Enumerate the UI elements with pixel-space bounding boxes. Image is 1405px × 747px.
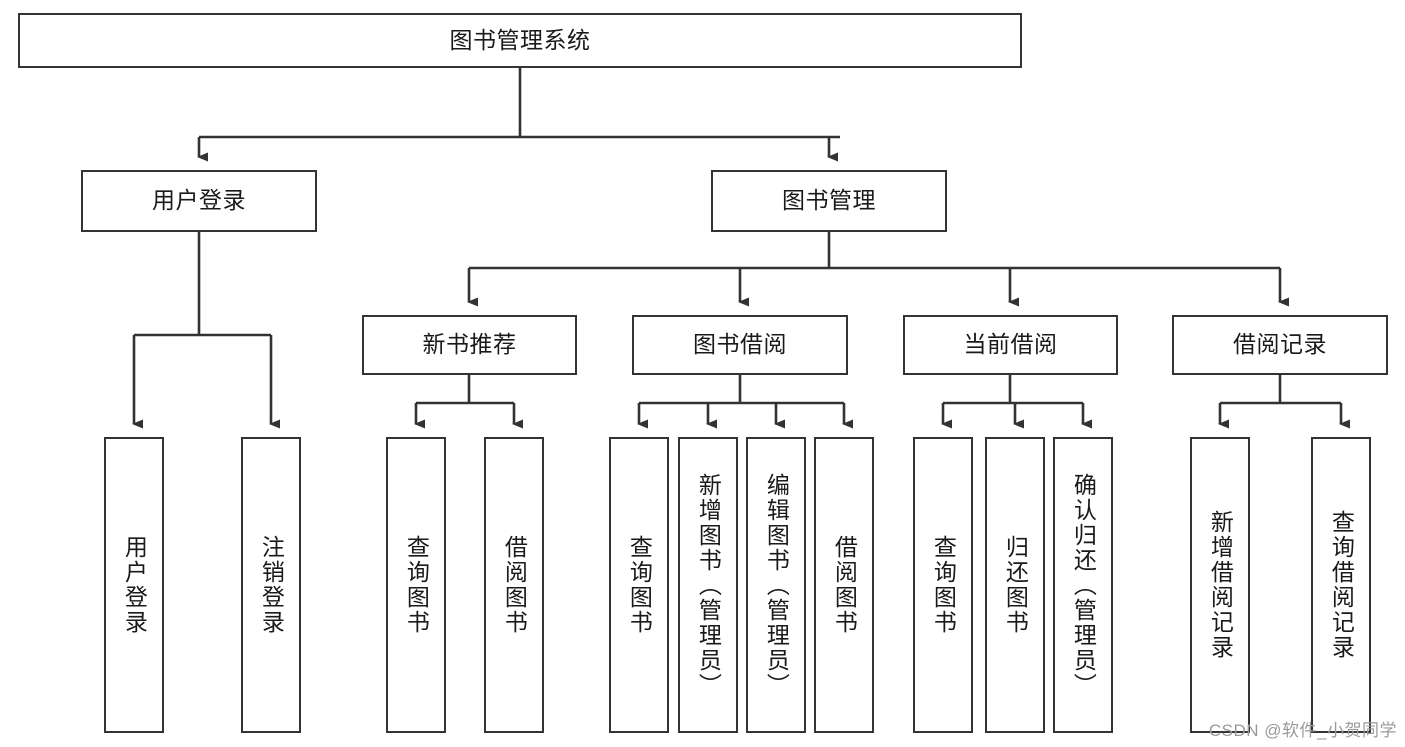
node-leaf-query-book-borrow-label: 查询图书 bbox=[626, 535, 653, 635]
node-leaf-query-book-current[interactable]: 查询图书 bbox=[913, 437, 973, 733]
node-new-book-recommend-label: 新书推荐 bbox=[422, 331, 517, 358]
node-new-book-recommend[interactable]: 新书推荐 bbox=[362, 315, 577, 375]
node-leaf-borrow-book-label: 借阅图书 bbox=[831, 535, 858, 635]
node-leaf-add-book-admin-label: 新增图书（管理员） bbox=[695, 472, 722, 698]
node-book-borrow-label: 图书借阅 bbox=[693, 331, 787, 358]
node-leaf-query-book-borrow[interactable]: 查询图书 bbox=[609, 437, 669, 733]
node-leaf-edit-book-admin-label: 编辑图书（管理员） bbox=[763, 472, 790, 698]
node-user-login-label: 用户登录 bbox=[152, 187, 246, 214]
node-current-borrow-label: 当前借阅 bbox=[963, 331, 1058, 358]
node-leaf-add-borrow-record-label: 新增借阅记录 bbox=[1207, 510, 1234, 660]
node-user-login[interactable]: 用户登录 bbox=[81, 170, 317, 232]
node-leaf-query-book-rec-label: 查询图书 bbox=[403, 535, 430, 635]
node-current-borrow[interactable]: 当前借阅 bbox=[903, 315, 1118, 375]
node-book-management-label: 图书管理 bbox=[782, 187, 876, 214]
node-root[interactable]: 图书管理系统 bbox=[18, 13, 1022, 68]
node-leaf-add-book-admin[interactable]: 新增图书（管理员） bbox=[678, 437, 738, 733]
node-leaf-user-login[interactable]: 用户登录 bbox=[104, 437, 164, 733]
node-leaf-return-book[interactable]: 归还图书 bbox=[985, 437, 1045, 733]
node-leaf-confirm-return-admin[interactable]: 确认归还（管理员） bbox=[1053, 437, 1113, 733]
node-leaf-borrow-book-rec-label: 借阅图书 bbox=[501, 535, 528, 635]
node-leaf-query-borrow-record[interactable]: 查询借阅记录 bbox=[1311, 437, 1371, 733]
node-leaf-query-book-current-label: 查询图书 bbox=[930, 535, 957, 635]
node-borrow-record-label: 借阅记录 bbox=[1233, 331, 1327, 358]
node-leaf-query-borrow-record-label: 查询借阅记录 bbox=[1328, 510, 1355, 660]
node-leaf-add-borrow-record[interactable]: 新增借阅记录 bbox=[1190, 437, 1250, 733]
node-book-management[interactable]: 图书管理 bbox=[711, 170, 947, 232]
node-leaf-edit-book-admin[interactable]: 编辑图书（管理员） bbox=[746, 437, 806, 733]
node-book-borrow[interactable]: 图书借阅 bbox=[632, 315, 848, 375]
watermark: CSDN @软件_小贺同学 bbox=[1208, 721, 1397, 740]
node-leaf-user-login-label: 用户登录 bbox=[121, 535, 148, 635]
node-root-label: 图书管理系统 bbox=[449, 26, 591, 53]
node-leaf-query-book-rec[interactable]: 查询图书 bbox=[386, 437, 446, 733]
node-leaf-borrow-book[interactable]: 借阅图书 bbox=[814, 437, 874, 733]
node-leaf-confirm-return-admin-label: 确认归还（管理员） bbox=[1070, 472, 1097, 698]
node-leaf-return-book-label: 归还图书 bbox=[1002, 535, 1029, 635]
node-borrow-record[interactable]: 借阅记录 bbox=[1172, 315, 1388, 375]
node-leaf-logout[interactable]: 注销登录 bbox=[241, 437, 301, 733]
node-leaf-logout-label: 注销登录 bbox=[258, 535, 285, 635]
node-leaf-borrow-book-rec[interactable]: 借阅图书 bbox=[484, 437, 544, 733]
